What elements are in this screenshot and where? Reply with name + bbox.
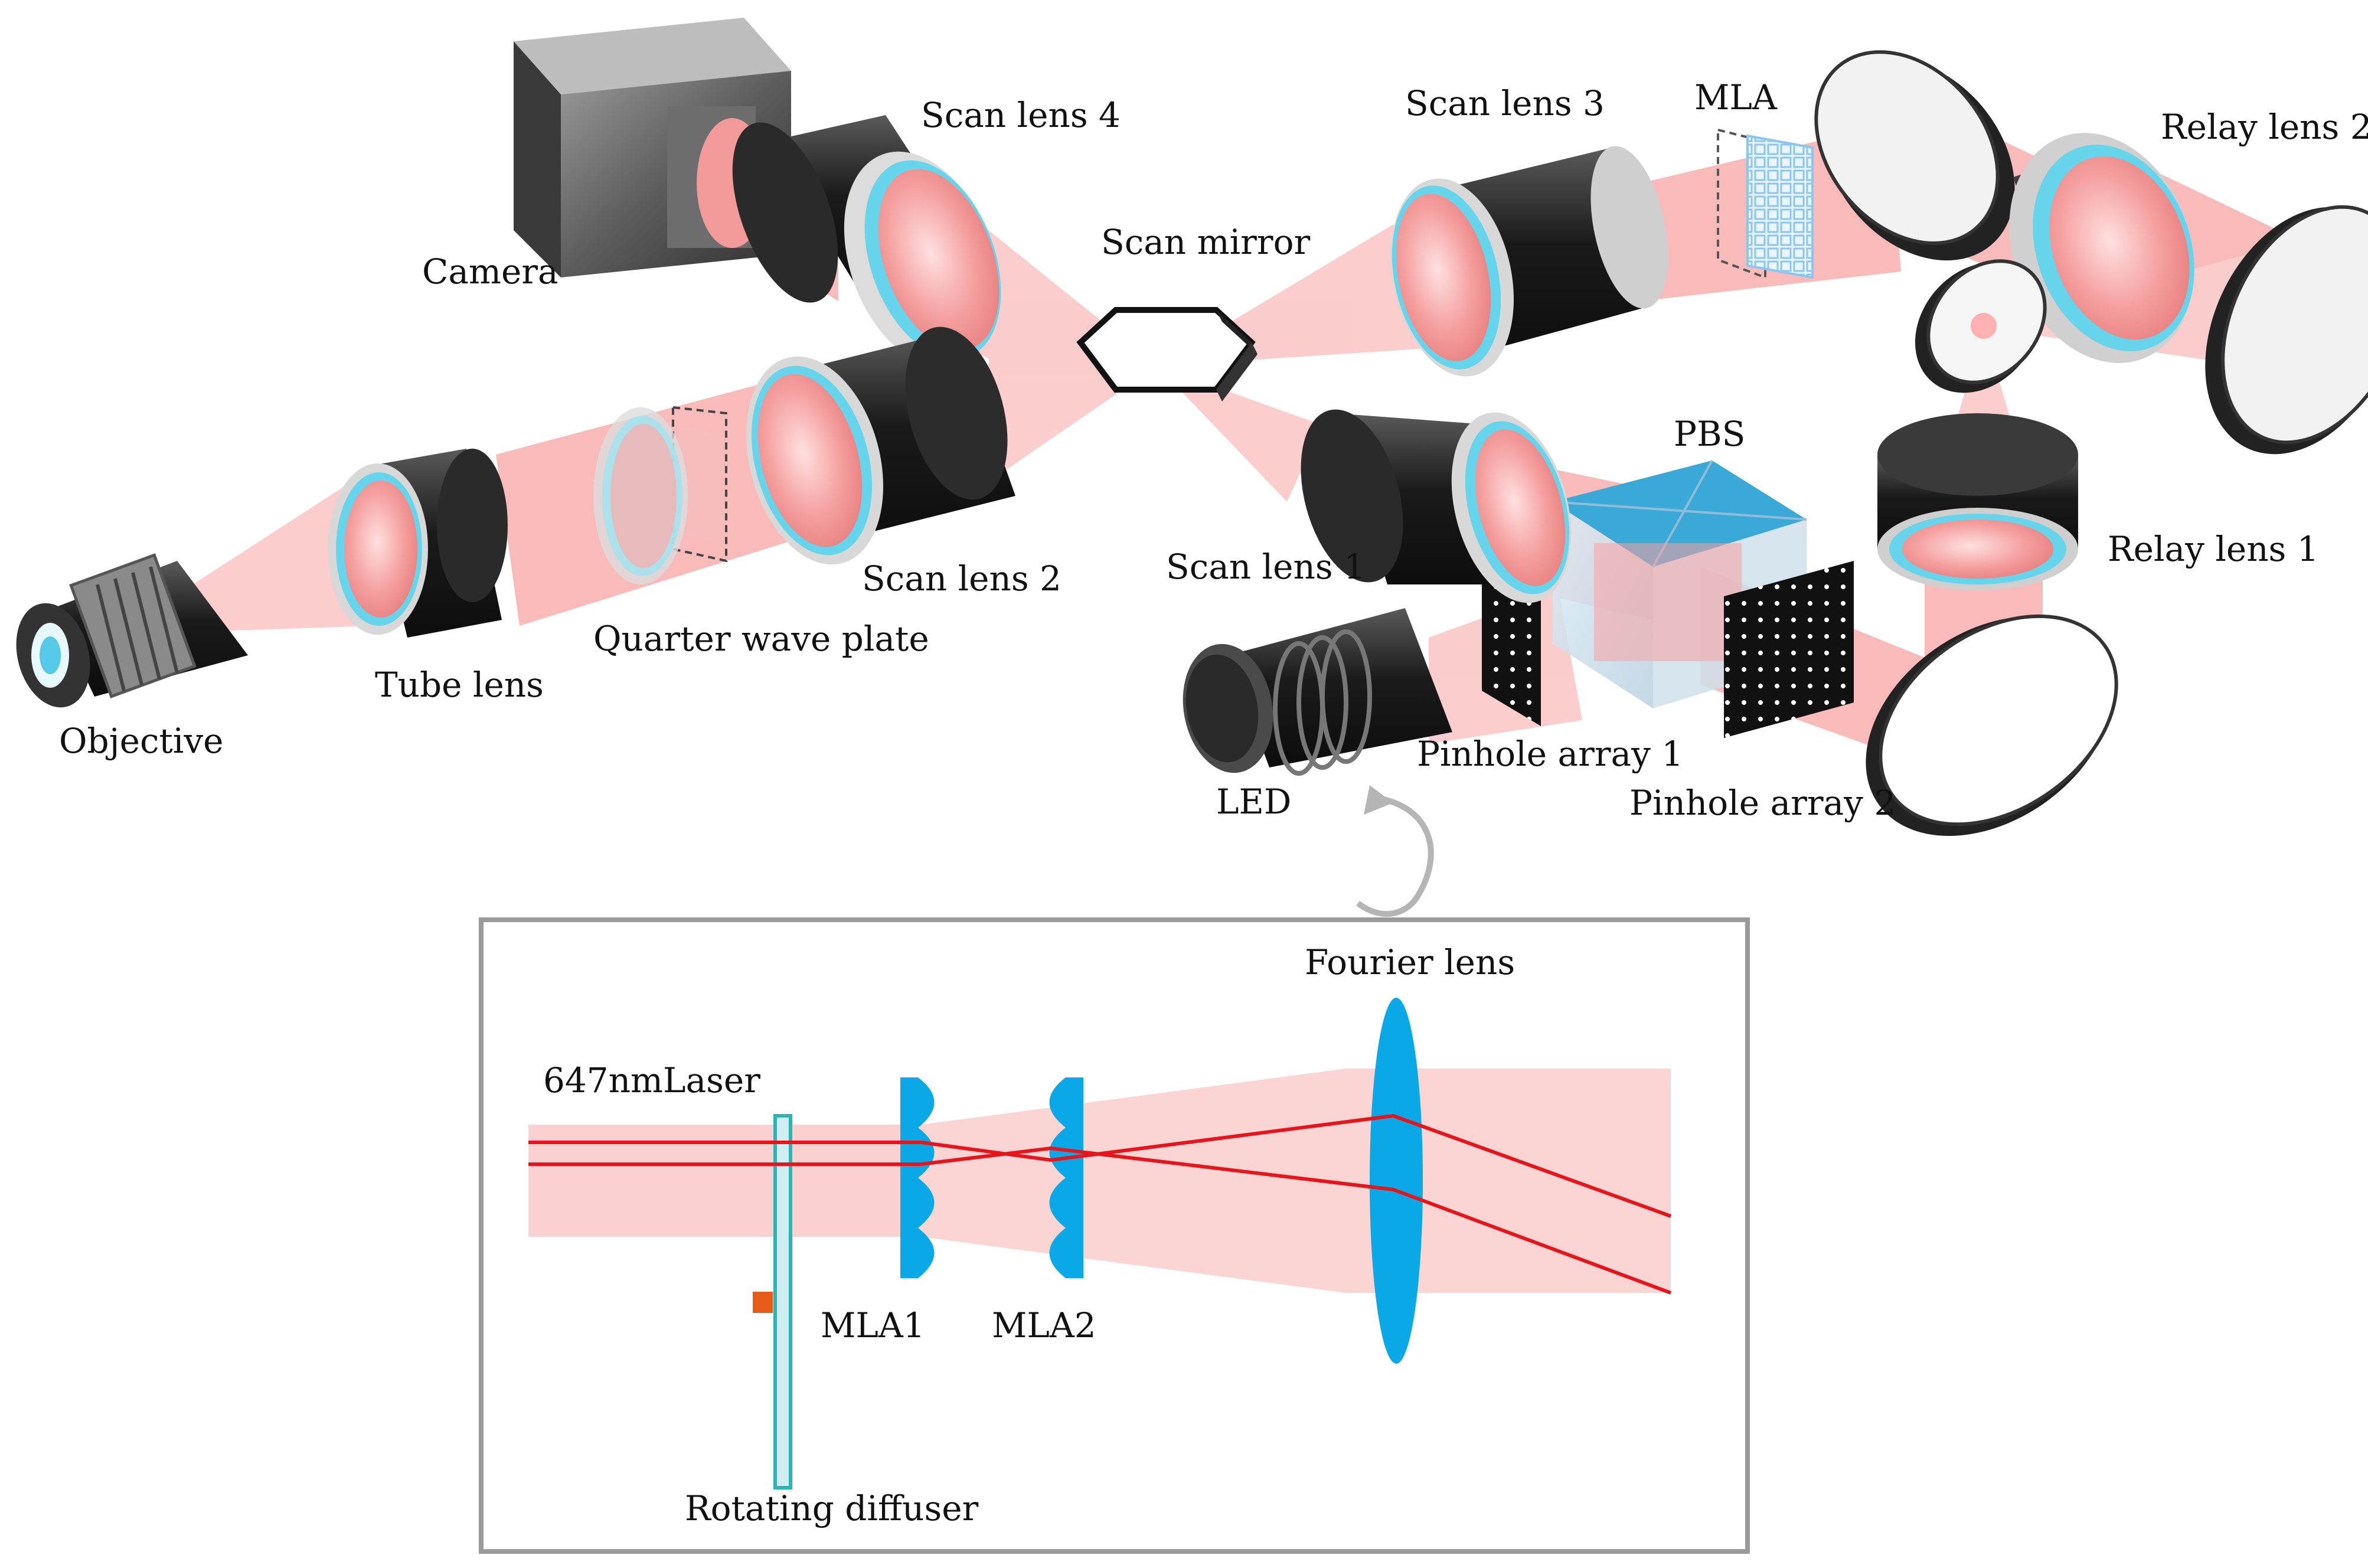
scan-mirror	[1076, 307, 1258, 401]
inset-callout-arrowhead	[1364, 785, 1393, 815]
label-rotating-diffuser: Rotating diffuser	[685, 1488, 979, 1528]
label-fourier-lens: Fourier lens	[1305, 942, 1515, 982]
label-scan-mirror: Scan mirror	[1101, 222, 1311, 262]
tube-lens	[328, 449, 508, 638]
label-quarter-wave-plate: Quarter wave plate	[593, 619, 929, 659]
label-objective: Objective	[59, 721, 223, 761]
scan-lens-3	[1390, 146, 1668, 377]
diffuser-motor-marker	[753, 1292, 773, 1313]
label-mla: MLA	[1694, 77, 1778, 117]
label-pinhole-array-1: Pinhole array 1	[1417, 734, 1683, 774]
label-pbs: PBS	[1674, 414, 1745, 454]
pinhole-array-2	[1724, 561, 1854, 738]
right-fold-mirror	[2205, 205, 2368, 455]
led-source	[1183, 608, 1452, 776]
relay-lens-1	[1877, 413, 2078, 590]
inset-callout-arrow	[1356, 794, 1434, 917]
component-labels: Camera Scan lens 4 Scan lens 3 MLA Relay…	[59, 77, 2368, 823]
beam-objective	[165, 472, 378, 632]
scan-lens-1	[1301, 409, 1572, 603]
label-scan-lens-4: Scan lens 4	[921, 95, 1121, 135]
scan-lens-4	[732, 115, 1001, 368]
label-pinhole-array-2: Pinhole array 2	[1629, 783, 1896, 823]
laser-ray-lower	[528, 1146, 1672, 1295]
label-tube-lens: Tube lens	[375, 665, 544, 705]
label-scan-lens-2: Scan lens 2	[862, 558, 1061, 599]
label-camera: Camera	[422, 251, 558, 292]
quarter-wave-plate	[593, 406, 727, 584]
mla2-lenslet-array	[1049, 1077, 1083, 1278]
fourier-lens-element	[1370, 998, 1423, 1364]
rotating-diffuser	[773, 1114, 792, 1489]
mla-component	[1717, 128, 1814, 279]
inset-beam-expanded	[921, 1069, 1671, 1293]
label-scan-lens-3: Scan lens 3	[1405, 83, 1605, 123]
relay-lens-2	[2009, 133, 2194, 363]
label-mla1: MLA1	[821, 1305, 925, 1345]
inset-beam-input	[528, 1125, 921, 1237]
label-scan-lens-1: Scan lens 1	[1166, 547, 1366, 587]
label-mla2: MLA2	[992, 1305, 1096, 1345]
label-laser: 647nmLaser	[543, 1060, 760, 1100]
bottom-fold-mirror	[1866, 614, 2118, 836]
upper-fold-mirror	[1814, 50, 2015, 261]
label-relay-lens-2: Relay lens 2	[2161, 107, 2368, 147]
objective	[16, 553, 248, 708]
beam-mirror-to-sl1	[1157, 366, 1322, 502]
illumination-inset: Fourier lens 647nmLaser MLA1 MLA2 Rotati…	[479, 917, 1750, 1554]
laser-ray-upper	[528, 1113, 1672, 1218]
scan-lens-2	[746, 326, 1015, 565]
label-led: LED	[1216, 782, 1291, 822]
small-fold-mirror	[1915, 259, 2047, 393]
label-relay-lens-1: Relay lens 1	[2108, 529, 2319, 569]
mla1-lenslet-array	[900, 1077, 935, 1278]
